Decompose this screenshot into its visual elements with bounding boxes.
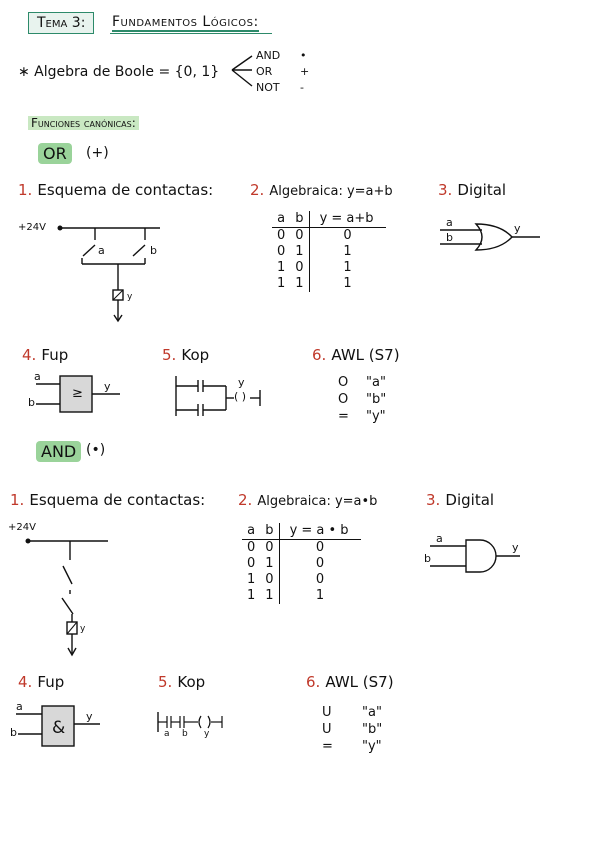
or-coil-y-label: y: [127, 292, 133, 302]
or-h2: 2. Algebraica: y=a+b: [250, 181, 393, 199]
and-h2: 2. Algebraica: y=a•b: [238, 491, 378, 509]
and-voltage: +24V: [8, 522, 36, 533]
or-gate-y-label: y: [514, 222, 521, 235]
op-not: NOT-: [256, 81, 304, 94]
and-fup-a: a: [16, 700, 23, 713]
or-voltage: +24V: [18, 222, 46, 233]
awl-line: U"b": [322, 722, 383, 737]
or-fup-symbol: ≥: [72, 386, 83, 401]
and-gate-b-label: b: [424, 552, 431, 565]
or-contact-a-label: a: [98, 244, 105, 257]
and-kop-a: a: [164, 729, 170, 739]
or-fup-a: a: [34, 370, 41, 383]
and-gate-y-label: y: [512, 541, 519, 554]
or-op: (+): [86, 145, 109, 161]
and-h3: 3. Digital: [426, 491, 495, 509]
and-h4: 4. Fup: [18, 673, 65, 691]
and-kop-y: y: [204, 729, 210, 739]
or-h6: 6. AWL (S7): [312, 346, 400, 364]
awl-line: O"a": [338, 375, 386, 390]
or-fup-b: b: [28, 396, 35, 409]
awl-line: U"a": [322, 705, 382, 720]
or-kop-y: y: [238, 376, 245, 389]
and-h1: 1. Esquema de contactas:: [10, 491, 206, 509]
or-kop-coil: ( ): [234, 390, 247, 403]
and-kop-b: b: [182, 729, 188, 739]
or-h1: 1. Esquema de contactas:: [18, 181, 214, 199]
awl-line: ="y": [338, 409, 386, 424]
title-double-underline: [110, 33, 272, 34]
or-gate-a-label: a: [446, 216, 453, 229]
and-fup-b: b: [10, 726, 17, 739]
or-h3: 3. Digital: [438, 181, 507, 199]
and-awl-list: U"a" U"b" ="y": [322, 704, 383, 755]
funciones-title: Funciones canónicas:: [28, 116, 139, 130]
or-h4: 4. Fup: [22, 346, 69, 364]
awl-line: O"b": [338, 392, 387, 407]
page-title: Fundamentos Lógicos:: [112, 14, 259, 32]
and-op: (•): [86, 442, 106, 458]
and-coil-y-label: y: [80, 624, 86, 634]
or-awl-list: O"a" O"b" ="y": [338, 374, 387, 425]
and-fup-y: y: [86, 710, 93, 723]
and-label: AND: [36, 441, 82, 462]
op-or: OR+: [256, 65, 310, 78]
or-gate-b-label: b: [446, 231, 453, 244]
or-h5: 5. Kop: [162, 346, 210, 364]
and-gate-a-label: a: [436, 532, 443, 545]
and-fup-symbol: &: [52, 718, 66, 738]
and-h6: 6. AWL (S7): [306, 673, 394, 691]
algebra-boole-text: ∗ Algebra de Boole = {0, 1}: [18, 64, 220, 80]
or-contact-b-label: b: [150, 244, 157, 257]
tema-label: Tema 3:: [28, 12, 95, 34]
awl-line: ="y": [322, 739, 382, 754]
op-and: AND•: [256, 49, 307, 62]
or-fup-y: y: [104, 380, 111, 393]
and-h5: 5. Kop: [158, 673, 206, 691]
table-header-row: a b y = a • b: [242, 523, 361, 540]
or-label: OR: [38, 143, 72, 164]
table-header-row: a b y = a+b: [272, 211, 386, 228]
boole-ops-list: AND• OR+ NOT-: [256, 48, 310, 96]
